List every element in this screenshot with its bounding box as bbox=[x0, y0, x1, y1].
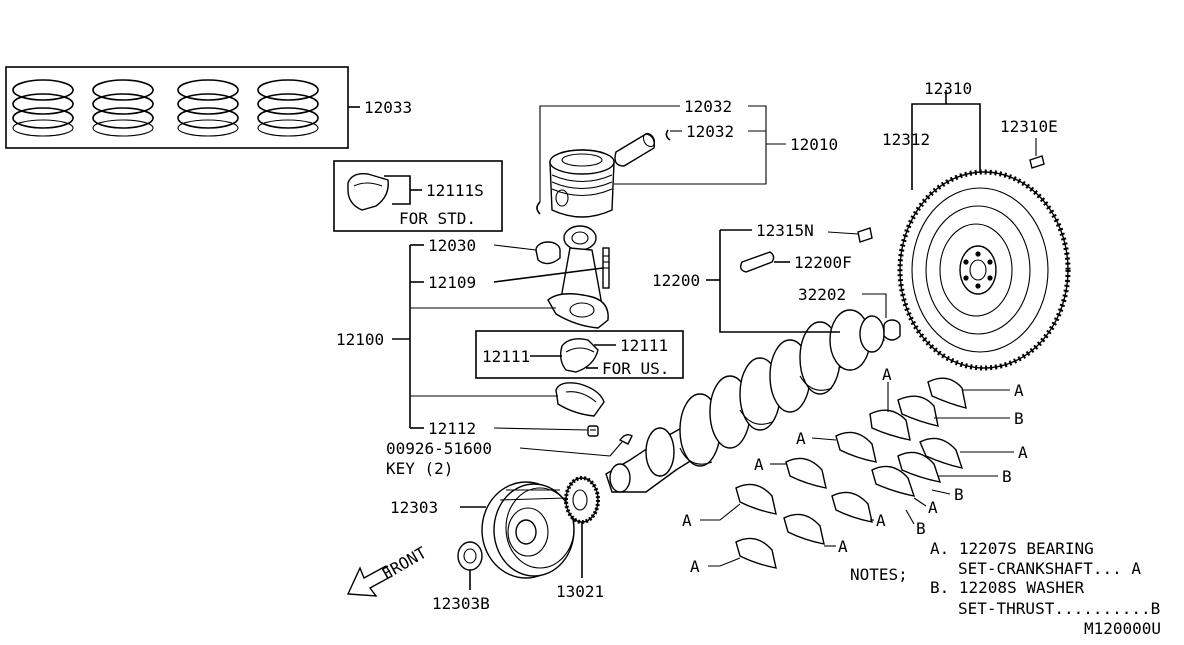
label-bearing-us-left: 12111 bbox=[482, 347, 530, 366]
front-arrow-group: FRONT bbox=[346, 543, 431, 597]
notes-title: NOTES; bbox=[850, 565, 908, 584]
marker-a: A bbox=[1014, 381, 1024, 400]
piston-ring-set-icon bbox=[12, 79, 74, 137]
key-icon bbox=[618, 433, 633, 445]
label-bushing: 12030 bbox=[428, 236, 476, 255]
label-pulley-bolt: 12303B bbox=[432, 594, 490, 613]
label-bearing-us-right: 12111 bbox=[620, 336, 668, 355]
thrust-washer-icon bbox=[869, 409, 911, 441]
pulley-bolt-icon bbox=[457, 541, 483, 571]
label-pilot-bolt: 12315N bbox=[756, 221, 814, 240]
label-bearing-std: 12111S bbox=[426, 181, 484, 200]
label-sprocket: 13021 bbox=[556, 582, 604, 601]
marker-b: B bbox=[916, 519, 926, 538]
marker-a: A bbox=[796, 429, 806, 448]
main-bearing-icon bbox=[835, 431, 877, 463]
label-rod-bolt: 12109 bbox=[428, 273, 476, 292]
std-bearing-group: 12111S FOR STD. bbox=[333, 160, 503, 232]
marker-a: A bbox=[1018, 443, 1028, 462]
flywheel-group: 12310 12312 12310E bbox=[882, 79, 1071, 371]
piston-pin-icon bbox=[614, 132, 656, 167]
label-rod-assembly: 12100 bbox=[336, 330, 384, 349]
rod-bolt-icon bbox=[602, 247, 610, 289]
connecting-rod-group: 12030 12109 12100 12112 bbox=[336, 225, 610, 438]
label-snap-ring-top: 12032 bbox=[684, 97, 732, 116]
rod-nut-icon bbox=[587, 425, 599, 437]
label-pulley: 12303 bbox=[390, 498, 438, 517]
bearing-shell-icon bbox=[559, 338, 599, 373]
pilot-bushing-icon bbox=[883, 319, 901, 341]
thrust-washer-icon bbox=[897, 451, 942, 483]
notes-line-1: A. 12207S BEARING bbox=[930, 539, 1094, 558]
dowel-icon bbox=[739, 251, 775, 273]
crankshaft-icon bbox=[605, 309, 885, 493]
label-pilot-bushing: 32202 bbox=[798, 285, 846, 304]
label-ring-gear: 12312 bbox=[882, 130, 930, 149]
piston-ring-set-icon bbox=[177, 79, 239, 137]
rod-cap-icon bbox=[555, 382, 605, 417]
flywheel-icon bbox=[897, 169, 1071, 371]
piston-icon bbox=[549, 149, 615, 218]
main-bearing-icon bbox=[927, 377, 967, 409]
label-for-std: FOR STD. bbox=[399, 209, 476, 228]
piston-ring-set-icon bbox=[92, 79, 154, 137]
main-bearing-icon bbox=[735, 483, 777, 515]
label-flywheel: 12310 bbox=[924, 79, 972, 98]
connecting-rod-icon bbox=[547, 225, 609, 329]
piston-group: 12032 12032 12010 bbox=[536, 97, 838, 218]
label-snap-ring-mid: 12032 bbox=[686, 122, 734, 141]
marker-b: B bbox=[1014, 409, 1024, 428]
diagram-code: M120000U bbox=[1084, 619, 1161, 638]
marker-b: B bbox=[954, 485, 964, 504]
marker-a: A bbox=[754, 455, 764, 474]
crankshaft-group: 12315N 12200F 12200 32202 bbox=[605, 221, 901, 493]
notes-line-2: SET-CRANKSHAFT... A bbox=[958, 559, 1141, 578]
pulley-icon bbox=[481, 481, 575, 579]
label-flywheel-pin: 12310E bbox=[1000, 117, 1058, 136]
main-bearing-icon bbox=[783, 513, 825, 545]
pulley-group: 12303 13021 12303B bbox=[390, 476, 604, 613]
bushing-icon bbox=[535, 241, 561, 265]
snap-ring-icon bbox=[665, 129, 671, 141]
marker-a: A bbox=[882, 365, 892, 384]
flywheel-pin-icon bbox=[1029, 155, 1045, 169]
main-bearing-icon bbox=[919, 437, 964, 469]
thrust-washer-icon bbox=[897, 395, 939, 427]
piston-ring-set-icon bbox=[257, 79, 319, 137]
marker-a: A bbox=[838, 537, 848, 556]
marker-b: B bbox=[1002, 467, 1012, 486]
thrust-washer-icon bbox=[871, 465, 916, 497]
front-arrow-icon bbox=[346, 565, 393, 597]
label-dowel: 12200F bbox=[794, 253, 852, 272]
label-rings: 12033 bbox=[364, 98, 412, 117]
label-piston: 12010 bbox=[790, 135, 838, 154]
label-front: FRONT bbox=[379, 543, 431, 584]
main-bearing-icon bbox=[735, 537, 777, 569]
label-crankshaft: 12200 bbox=[652, 271, 700, 290]
piston-rings-group: 12033 bbox=[5, 66, 412, 149]
marker-a: A bbox=[682, 511, 692, 530]
pilot-bolt-icon bbox=[857, 227, 873, 243]
label-for-us: FOR US. bbox=[602, 359, 669, 378]
notes-line-4: SET-THRUST..........B bbox=[958, 599, 1160, 618]
marker-a: A bbox=[690, 557, 700, 576]
main-bearings-group: A A B A B B A B A A A A A A bbox=[682, 365, 1028, 576]
notes-line-3: B. 12208S WASHER bbox=[930, 578, 1084, 597]
us-bearing-group: 12111 12111 FOR US. bbox=[475, 330, 684, 379]
main-bearing-icon bbox=[785, 457, 827, 489]
label-rod-nut: 12112 bbox=[428, 419, 476, 438]
key-group: 00926-51600 KEY (2) bbox=[386, 433, 633, 478]
notes-block: NOTES; A. 12207S BEARING SET-CRANKSHAFT.… bbox=[850, 539, 1160, 618]
sprocket-icon bbox=[564, 476, 600, 524]
label-key-part: 00926-51600 bbox=[386, 439, 492, 458]
snap-ring-icon bbox=[536, 201, 541, 215]
label-key-qty: KEY (2) bbox=[386, 459, 453, 478]
marker-a: A bbox=[928, 498, 938, 517]
marker-a: A bbox=[876, 511, 886, 530]
bearing-shell-icon bbox=[347, 173, 389, 211]
main-bearing-icon bbox=[831, 491, 873, 523]
